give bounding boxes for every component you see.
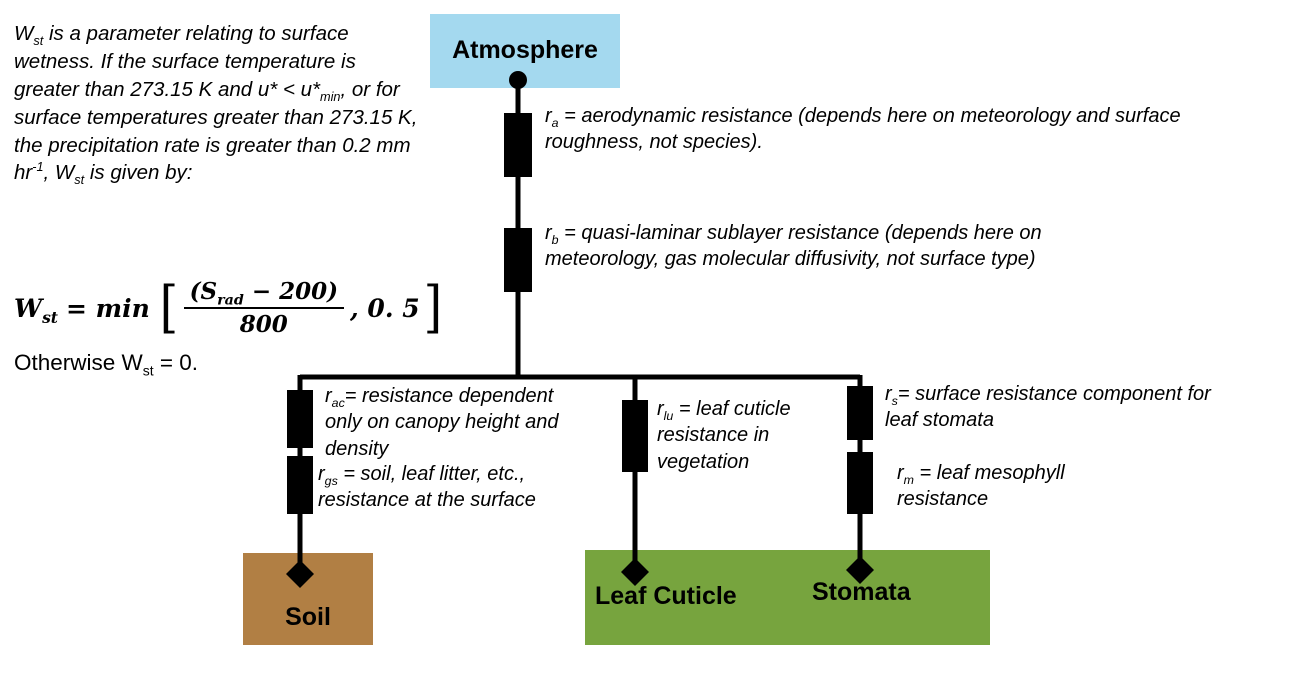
resistor-rgs-label: rgs = soil, leaf litter, etc., resistanc… <box>318 463 536 512</box>
atmosphere-label: Atmosphere <box>452 36 598 65</box>
formula-numerator: (Srad − 200) <box>183 278 345 309</box>
soil-node: Soil <box>243 553 373 645</box>
formula-denominator: 800 <box>239 311 288 338</box>
formula-lhs: Wst <box>14 293 58 327</box>
wst-formula: Wst = min [ (Srad − 200) 800 , 0. 5 ] <box>14 278 445 338</box>
resistor-rb-label: rb = quasi-laminar sublayer resistance (… <box>545 222 1042 271</box>
soil-label: Soil <box>285 602 331 631</box>
resistor-rm-label: rm = leaf mesophyll resistance <box>897 462 1065 511</box>
wst-note-paragraph: Wst is a parameter relating to surface w… <box>14 22 418 188</box>
resistor-ra-label: ra = aerodynamic resistance (depends her… <box>545 105 1181 154</box>
stomata-label: Stomata <box>812 578 911 606</box>
formula-fraction: (Srad − 200) 800 <box>183 278 345 338</box>
formula-close-bracket: ] <box>423 274 442 340</box>
resistor-rac-label: rac= resistance dependent only on canopy… <box>325 385 559 460</box>
formula-operator: = min <box>65 293 150 323</box>
formula-tail: , 0. 5 <box>350 293 420 323</box>
vegetation-node <box>585 550 990 645</box>
resistor-rlu-label: rlu = leaf cuticle resistance in vegetat… <box>657 398 791 473</box>
wst-otherwise-text: Otherwise Wst = 0. <box>14 350 199 379</box>
formula-open-bracket: [ <box>159 274 178 340</box>
resistor-rs-label: rs= surface resistance component for lea… <box>885 383 1211 432</box>
leaf-cuticle-label: Leaf Cuticle <box>595 582 737 610</box>
